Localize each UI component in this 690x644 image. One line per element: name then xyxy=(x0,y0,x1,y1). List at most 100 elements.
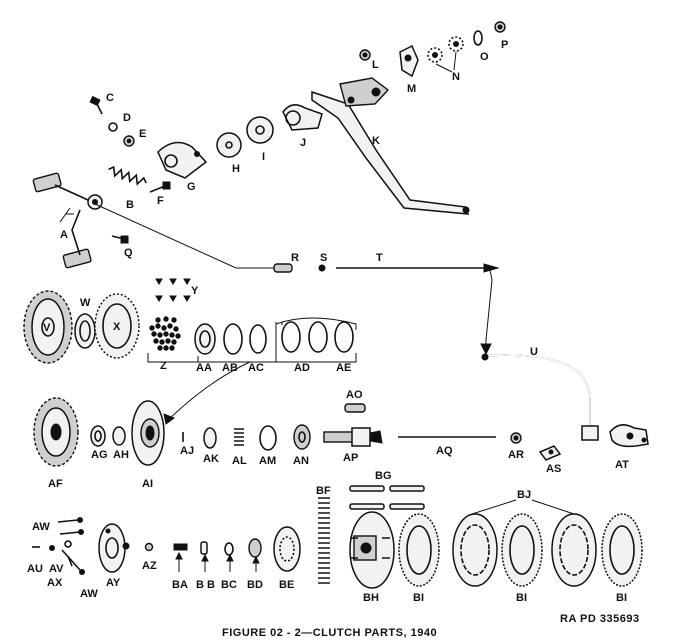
part-e-nut xyxy=(123,135,135,147)
part-labels: A B C D E F G H I J K L M N O P Q R S T … xyxy=(27,39,629,604)
label-r: R xyxy=(291,252,299,264)
part-ax-spring xyxy=(67,555,73,567)
part-bj-plate-1 xyxy=(452,513,498,587)
part-bj-plate-2 xyxy=(551,513,597,587)
label-f: F xyxy=(157,195,164,207)
part-bi-disc-1 xyxy=(398,513,440,587)
label-h: H xyxy=(232,163,240,175)
part-ay-cover-plate xyxy=(98,523,130,573)
small-parts-arrows xyxy=(175,551,260,572)
part-d-lock-washer xyxy=(108,122,118,132)
label-j: J xyxy=(300,137,306,149)
label-bc: BC xyxy=(221,579,237,591)
label-ah: AH xyxy=(113,449,129,461)
label-ab: AB xyxy=(222,362,238,374)
part-av-washer xyxy=(49,540,72,551)
label-p: P xyxy=(501,39,508,51)
part-ae-ring xyxy=(334,321,354,353)
label-an: AN xyxy=(293,455,309,467)
label-aj: AJ xyxy=(180,445,194,457)
part-i-washer xyxy=(246,116,274,144)
part-am-seal xyxy=(259,425,277,451)
label-i: I xyxy=(262,151,265,163)
label-aa: AA xyxy=(196,362,212,374)
part-p-nut xyxy=(494,21,506,33)
label-n: N xyxy=(452,71,460,83)
part-bd-bushing xyxy=(248,538,262,558)
part-k-pedal-arm xyxy=(311,77,470,215)
label-l: L xyxy=(372,59,379,71)
part-ac-ring xyxy=(249,324,267,354)
label-ay: AY xyxy=(106,577,121,589)
part-n-star-washer xyxy=(427,36,464,73)
part-ad-ring-1 xyxy=(281,321,301,353)
label-bf: BF xyxy=(316,485,331,497)
part-h-washer xyxy=(216,132,242,158)
label-af: AF xyxy=(48,478,63,490)
part-ao-sleeve xyxy=(344,403,366,413)
label-ap: AP xyxy=(343,452,358,464)
part-ag-bearing xyxy=(90,425,106,447)
label-w: W xyxy=(80,297,91,309)
label-aq: AQ xyxy=(436,445,453,457)
part-w-seal-ring xyxy=(74,313,96,349)
label-aw-1: AW xyxy=(32,521,50,533)
label-k: K xyxy=(372,135,380,147)
part-al-spring xyxy=(234,428,244,446)
part-u-yoke-shaft xyxy=(481,353,599,441)
part-ar-nut xyxy=(510,432,522,444)
label-be: BE xyxy=(279,579,294,591)
part-ab-ring xyxy=(223,323,243,355)
part-v-flywheel xyxy=(23,290,73,364)
label-az: AZ xyxy=(142,560,157,572)
part-ah-bearing xyxy=(112,426,126,446)
label-as: AS xyxy=(546,463,561,475)
part-ak-ring xyxy=(203,427,217,449)
label-ag: AG xyxy=(91,449,108,461)
label-c: C xyxy=(106,92,114,104)
label-bj: BJ xyxy=(517,489,531,501)
part-b-spring xyxy=(108,165,147,186)
part-bi-disc-3 xyxy=(601,513,643,587)
label-t: T xyxy=(376,252,383,264)
part-bi-disc-2 xyxy=(501,513,543,587)
label-bb: B B xyxy=(196,579,215,591)
part-c-bolt xyxy=(89,95,103,115)
label-e: E xyxy=(139,128,146,140)
label-ae: AE xyxy=(336,362,351,374)
label-ba: BA xyxy=(172,579,188,591)
label-d: D xyxy=(123,112,131,124)
label-bh: BH xyxy=(363,592,379,604)
part-o-washer xyxy=(473,30,483,46)
label-x: X xyxy=(113,321,121,333)
label-b: B xyxy=(126,199,134,211)
label-bi-3: BI xyxy=(616,592,627,604)
part-af-gear xyxy=(33,397,79,467)
part-g-lever xyxy=(157,141,208,179)
part-y-screws xyxy=(155,278,191,302)
part-j-bracket xyxy=(282,104,323,131)
part-ba-nuts xyxy=(173,543,188,551)
part-m-plate xyxy=(399,44,419,78)
part-at-release-bearing xyxy=(609,424,649,448)
part-an-bearing xyxy=(293,424,311,450)
label-ax: AX xyxy=(47,577,63,589)
part-l-nut xyxy=(359,49,371,61)
label-ak: AK xyxy=(203,453,219,465)
label-am: AM xyxy=(259,455,276,467)
part-be-hub xyxy=(273,526,301,572)
part-aa-ring xyxy=(194,323,216,355)
label-av: AV xyxy=(49,563,64,575)
label-v: V xyxy=(43,322,51,334)
part-z-balls xyxy=(149,316,181,351)
part-x-friction-disc xyxy=(94,293,140,359)
label-g: G xyxy=(187,181,196,193)
part-ai-pressure-plate xyxy=(131,400,165,466)
part-s-pin xyxy=(318,264,326,272)
label-ad: AD xyxy=(294,362,310,374)
part-bh-clutch-hub xyxy=(349,511,395,589)
label-q: Q xyxy=(124,247,133,259)
label-bg: BG xyxy=(375,470,392,482)
label-u: U xyxy=(530,346,538,358)
